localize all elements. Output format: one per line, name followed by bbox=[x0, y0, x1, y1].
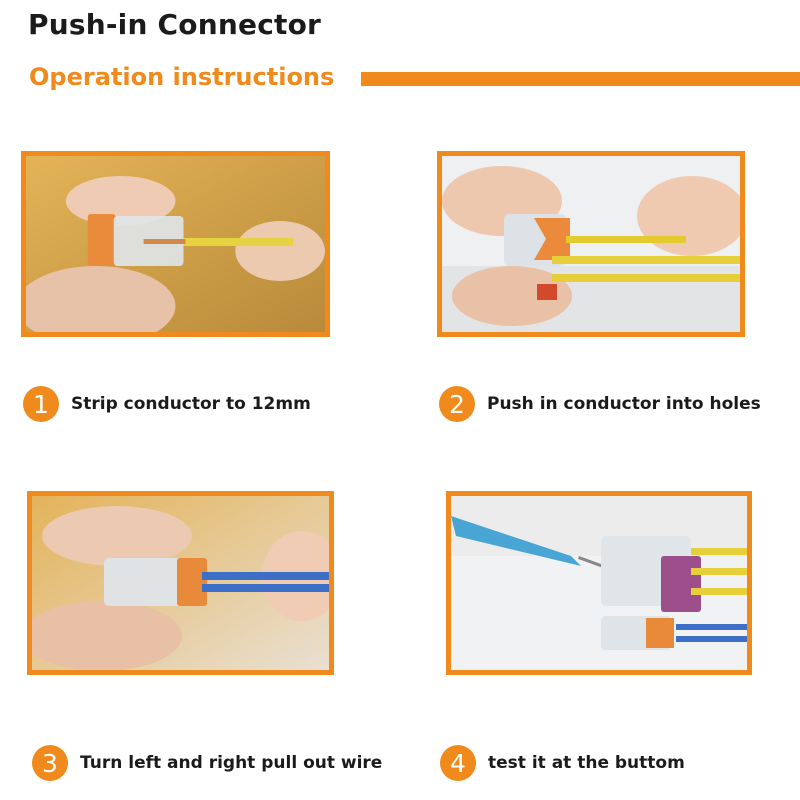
step-3: 3 Turn left and right pull out wire bbox=[32, 745, 382, 781]
section-subtitle: Operation instructions bbox=[29, 63, 335, 91]
step-4-photo bbox=[446, 491, 752, 675]
step-1-label: Strip conductor to 12mm bbox=[71, 394, 311, 414]
page-title: Push-in Connector bbox=[28, 8, 322, 41]
step-1-photo bbox=[21, 151, 330, 337]
step-4: 4 test it at the buttom bbox=[440, 745, 685, 781]
step-2-label: Push in conductor into holes bbox=[487, 394, 761, 414]
step-1-number: 1 bbox=[23, 386, 59, 422]
header-divider bbox=[361, 72, 800, 86]
step-4-label: test it at the buttom bbox=[488, 753, 685, 773]
step-1: 1 Strip conductor to 12mm bbox=[23, 386, 311, 422]
step-2-photo bbox=[437, 151, 745, 337]
step-2: 2 Push in conductor into holes bbox=[439, 386, 761, 422]
step-3-photo bbox=[27, 491, 334, 675]
step-4-number: 4 bbox=[440, 745, 476, 781]
step-2-number: 2 bbox=[439, 386, 475, 422]
step-3-number: 3 bbox=[32, 745, 68, 781]
step-3-label: Turn left and right pull out wire bbox=[80, 753, 383, 773]
